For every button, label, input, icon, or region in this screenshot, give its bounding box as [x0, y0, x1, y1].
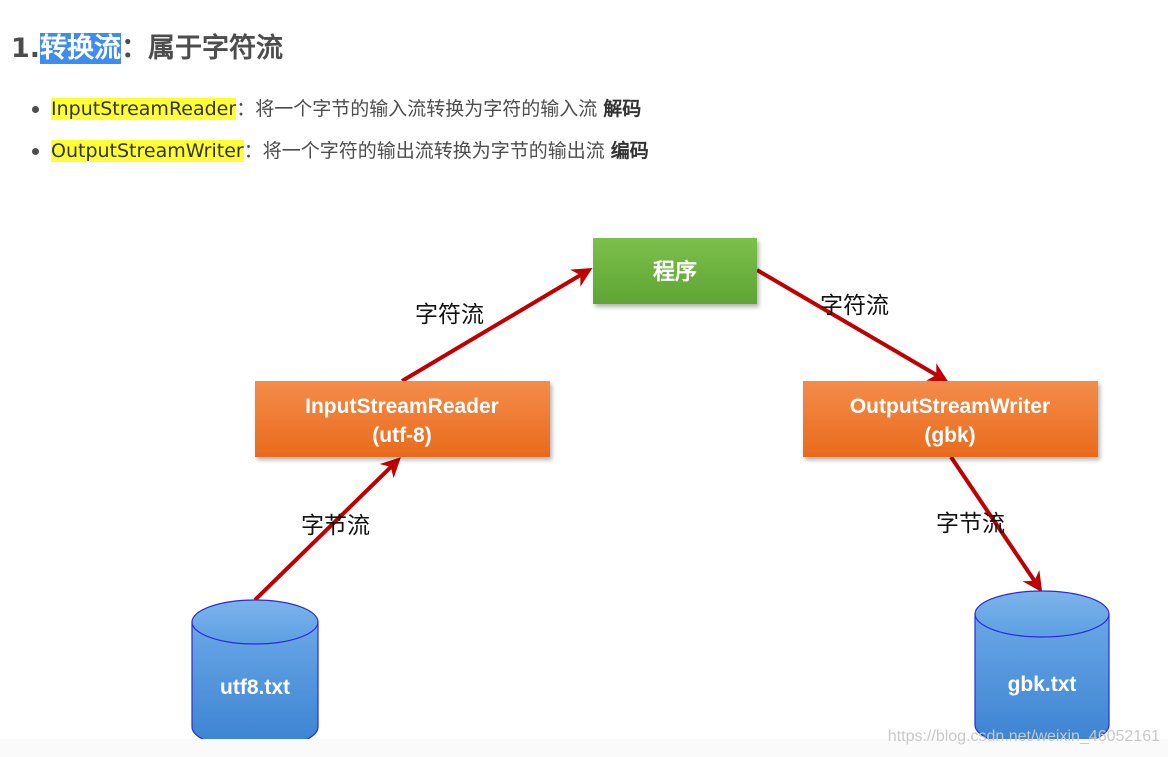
arrow-utf8-to-reader [253, 457, 401, 602]
utf8-file-label: utf8.txt [220, 676, 290, 699]
bullet-list: InputStreamReader：将一个字节的输入流转换为字符的输入流 解码 … [30, 94, 649, 178]
label-char-stream-left: 字符流 [415, 302, 484, 328]
label-byte-stream-right: 字节流 [936, 511, 1005, 537]
bullet-item-output-writer: OutputStreamWriter：将一个字符的输出流转换为字节的输出流 编码 [30, 136, 649, 178]
footer-band [0, 739, 1168, 757]
label-byte-stream-left: 字节流 [301, 513, 370, 539]
heading-highlight: 转换流 [40, 33, 122, 64]
gbk-file-cylinder-icon: gbk.txt [974, 590, 1110, 749]
input-reader-line2: (utf-8) [372, 424, 431, 447]
arrows-group [253, 267, 1043, 602]
heading-number: 1. [11, 33, 41, 64]
heading-rest: ：属于字符流 [121, 33, 284, 64]
output-writer-line2: (gbk) [924, 424, 975, 447]
watermark: https://blog.csdn.net/weixin_46052161 [887, 728, 1160, 745]
label-char-stream-right: 字符流 [820, 293, 889, 319]
bullet-dot-icon [32, 106, 39, 113]
bullet-dot-icon [32, 148, 39, 155]
bullet-description: ：将一个字节的输入流转换为字符的输入流 [236, 98, 604, 120]
arrow-writer-to-gbk [949, 455, 1043, 593]
bullet-keyword: 编码 [610, 140, 649, 162]
class-name-highlight: OutputStreamWriter [51, 140, 244, 162]
program-box: 程序 [593, 238, 757, 304]
arrow-reader-to-program [400, 267, 593, 383]
class-name-highlight: InputStreamReader [51, 98, 237, 120]
utf8-file-cylinder-icon: utf8.txt [191, 599, 319, 750]
bullet-description: ：将一个字符的输出流转换为字节的输出流 [243, 140, 611, 162]
input-reader-box: InputStreamReader (utf-8) [255, 381, 550, 457]
program-box-label: 程序 [653, 259, 697, 284]
bullet-keyword: 解码 [603, 98, 642, 120]
arrow-program-to-writer [755, 268, 949, 383]
section-heading: 1.转换流：属于字符流 [11, 26, 283, 65]
input-reader-line1: InputStreamReader [305, 395, 499, 418]
output-writer-box: OutputStreamWriter (gbk) [803, 381, 1098, 457]
gbk-file-label: gbk.txt [1008, 673, 1077, 696]
bullet-item-input-reader: InputStreamReader：将一个字节的输入流转换为字符的输入流 解码 [30, 94, 649, 136]
output-writer-line1: OutputStreamWriter [850, 395, 1050, 418]
